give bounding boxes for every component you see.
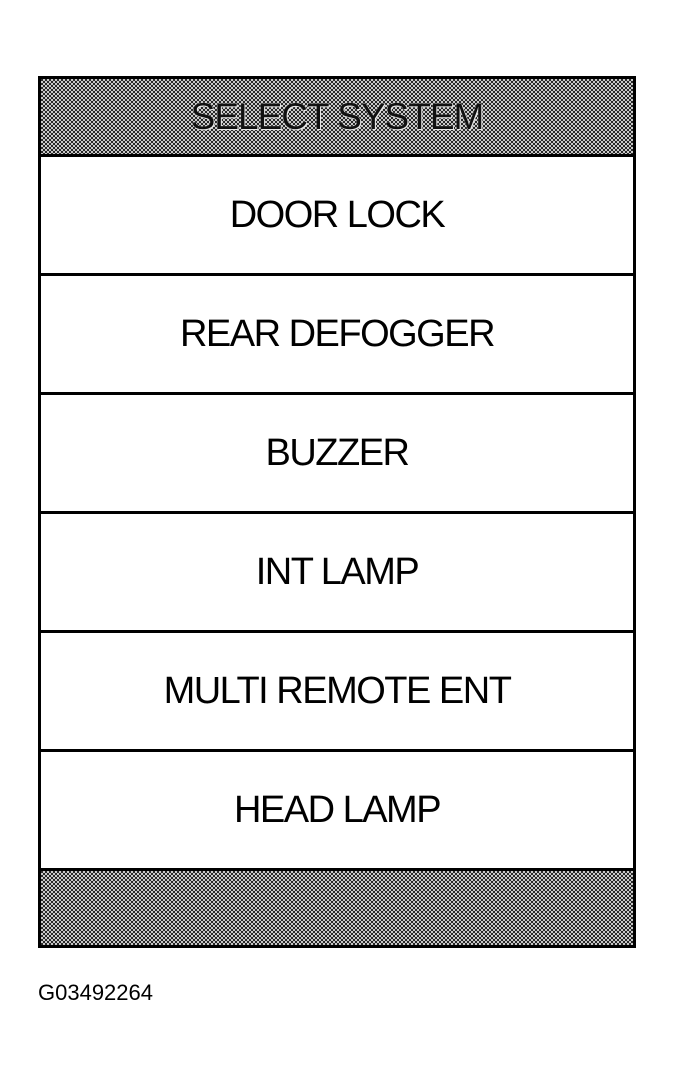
menu-item-label: HEAD LAMP: [233, 788, 442, 831]
menu-item-label: REAR DEFOGGER: [179, 312, 496, 355]
menu-item-label: INT LAMP: [255, 550, 420, 593]
figure-id: G03492264: [38, 980, 153, 1005]
menu-item-label: DOOR LOCK: [229, 193, 446, 236]
menu-item-label: BUZZER: [265, 431, 411, 474]
menu-item-head-lamp[interactable]: HEAD LAMP: [41, 752, 633, 871]
menu-item-int-lamp[interactable]: INT LAMP: [41, 514, 633, 633]
menu-item-label: MULTI REMOTE ENT: [163, 669, 512, 712]
title-bar: SELECT SYSTEM: [41, 79, 633, 157]
menu-item-multi-remote-ent[interactable]: MULTI REMOTE ENT: [41, 633, 633, 752]
screen-title: SELECT SYSTEM: [190, 95, 485, 137]
menu-item-rear-defogger[interactable]: REAR DEFOGGER: [41, 276, 633, 395]
footer-bar: [41, 871, 633, 945]
menu-item-door-lock[interactable]: DOOR LOCK: [41, 157, 633, 276]
select-system-screen: SELECT SYSTEM DOOR LOCK REAR DEFOGGER BU…: [38, 76, 636, 948]
menu-item-buzzer[interactable]: BUZZER: [41, 395, 633, 514]
